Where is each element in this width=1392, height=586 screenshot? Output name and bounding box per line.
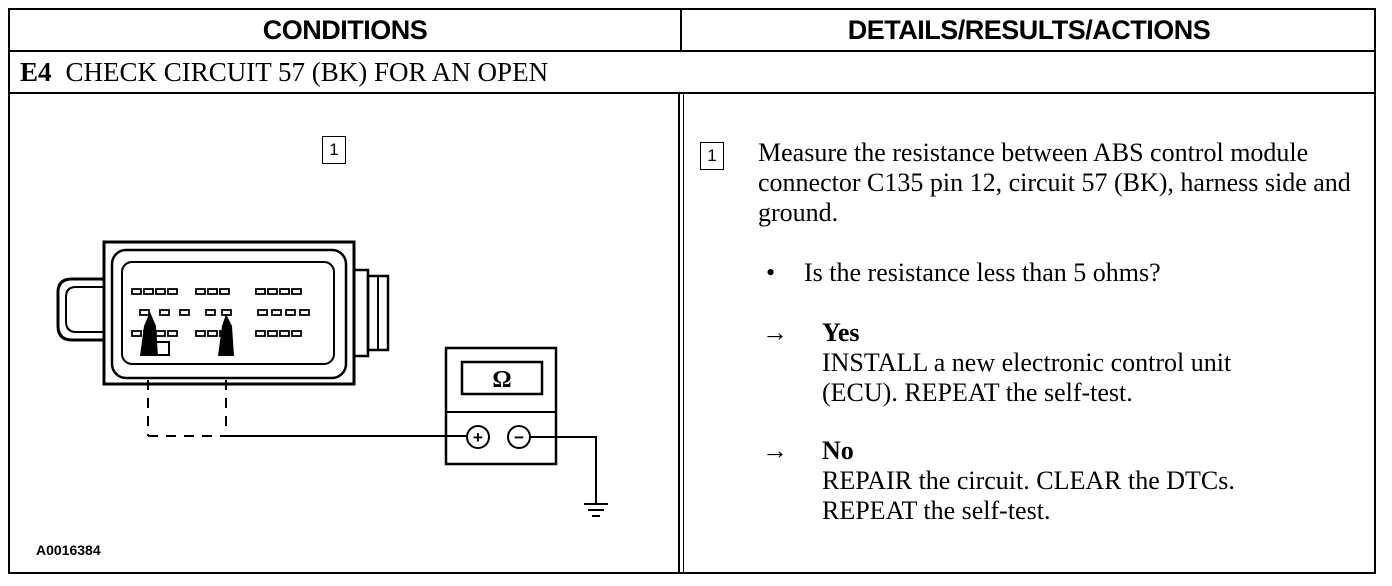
wiring-diagram-svg: Ω + − (56, 240, 608, 517)
bullet: • (766, 258, 776, 287)
connector-face (110, 248, 348, 380)
connector-latch-left (56, 277, 104, 342)
arrow-icon: → (762, 436, 788, 465)
column-divider (678, 94, 680, 572)
step-code: E4 (20, 57, 52, 87)
procedure-table: CONDITIONS DETAILS/RESULTS/ACTIONS E4 CHE… (8, 8, 1376, 574)
connector-flange (352, 268, 370, 358)
details-header: DETAILS/RESULTS/ACTIONS (847, 15, 1211, 45)
divider (10, 50, 1374, 52)
ground-icon (584, 503, 608, 517)
detail-callout: 1 (700, 142, 724, 170)
plus-terminal (466, 425, 490, 449)
connector-cavity (121, 261, 335, 365)
step-title: CHECK CIRCUIT 57 (BK) FOR AN OPEN (65, 57, 549, 87)
probe-right (218, 314, 234, 356)
details-column: 1 Measure the resistance between ABS con… (686, 94, 1376, 574)
minus-symbol: − (514, 428, 524, 447)
column-divider (683, 94, 684, 572)
arrow-icon: → (762, 318, 788, 347)
connector-diagram: 1 (10, 94, 678, 574)
connector-latch-left-inner (65, 286, 104, 333)
instruction-text: Measure the resistance between ABS contr… (758, 138, 1351, 227)
figure-id: A0016384 (36, 542, 101, 558)
probe-left (140, 312, 158, 356)
result-label: Yes (822, 318, 860, 347)
result-label: No (822, 436, 854, 465)
step-title-row: E4 CHECK CIRCUIT 57 (BK) FOR AN OPEN (10, 52, 1374, 92)
question-row: • Is the resistance less than 5 ohms? (766, 258, 1161, 288)
connector-body (102, 240, 356, 386)
plus-symbol: + (473, 428, 483, 447)
pin-marker (155, 341, 170, 356)
conditions-header: CONDITIONS (10, 10, 682, 50)
ohm-symbol: Ω (492, 367, 511, 393)
ohmmeter (444, 346, 558, 466)
result-line: REPAIR the circuit. CLEAR the DTCs. (822, 466, 1235, 495)
result-line: INSTALL a new electronic control unit (822, 348, 1232, 377)
question-text: Is the resistance less than 5 ohms? (804, 258, 1161, 287)
result-line: (ECU). REPEAT the self-test. (822, 378, 1133, 407)
ohmmeter-display (460, 360, 544, 396)
result-line: REPEAT the self-test. (822, 496, 1051, 525)
figure-callout: 1 (322, 136, 346, 164)
ground-lead (530, 436, 597, 504)
connector-pins (131, 288, 310, 337)
test-leads (147, 380, 227, 437)
divider (10, 92, 1374, 94)
